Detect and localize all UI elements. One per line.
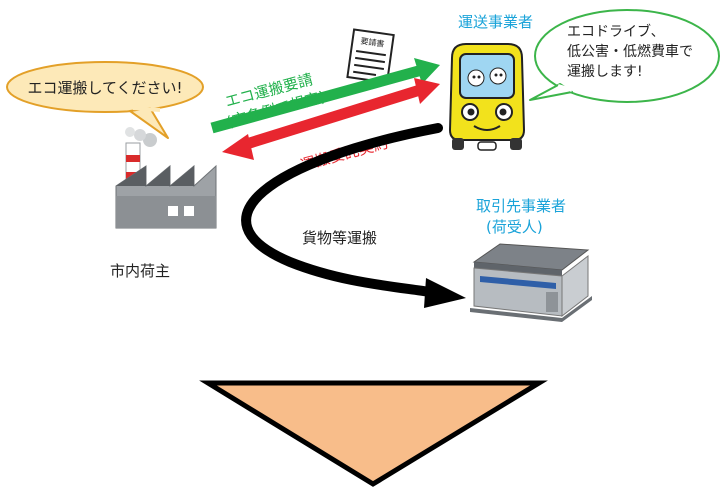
carrier-speech-line-1: エコドライブ、 (567, 23, 665, 40)
request-arrow (210, 58, 440, 134)
recipient-title: 取引先事業者 (476, 197, 566, 215)
cargo-arrow (241, 123, 466, 308)
cargo-arrow-label: 貨物等運搬 (302, 229, 377, 247)
shipper-label: 市内荷主 (110, 262, 170, 280)
shipper-speech-bubble: エコ運搬してください! (6, 61, 204, 139)
warehouse-icon (470, 243, 592, 322)
bus-character-icon (448, 43, 526, 151)
down-arrow-icon (199, 380, 548, 487)
shipper-speech-text: エコ運搬してください! (27, 79, 182, 97)
factory-icon (115, 127, 217, 229)
contract-arrow (222, 78, 440, 160)
carrier-speech-line-3: 運搬します! (567, 64, 643, 80)
recipient-subtitle: (荷受人) (486, 218, 543, 236)
carrier-speech-bubble: エコドライブ、 低公害・低燃費車で 運搬します! (529, 9, 720, 103)
carrier-speech-line-2: 低公害・低燃費車で (567, 43, 693, 60)
document-label: 要請書 (360, 36, 385, 49)
carrier-title: 運送事業者 (458, 13, 533, 31)
